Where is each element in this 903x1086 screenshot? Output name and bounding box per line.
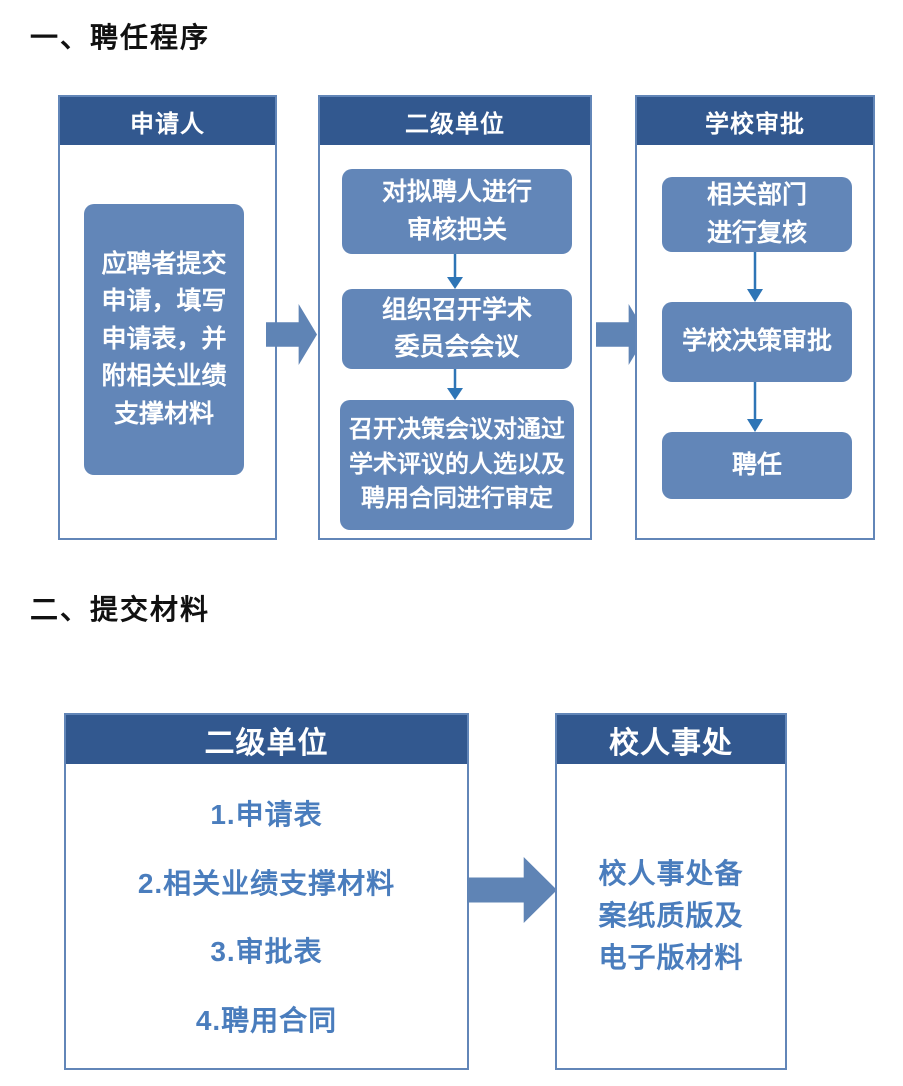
section1-title: 一、聘任程序 <box>30 22 211 53</box>
panel-hr-office: 校人事处 校人事处备 案纸质版及 电子版材料 <box>555 713 787 1070</box>
panel-materials-unit-header: 二级单位 <box>66 715 467 764</box>
down-arrow-icon <box>747 382 763 432</box>
down-arrow-icon <box>747 252 763 302</box>
down-arrow-icon <box>447 254 463 289</box>
hr-office-note: 校人事处备 案纸质版及 电子版材料 <box>598 858 744 973</box>
panel-hr-office-header: 校人事处 <box>557 715 785 764</box>
secondary-unit-step3-box: 召开决策会议对通过 学术评议的人选以及 聘用合同进行审定 <box>340 400 574 530</box>
right-arrow-icon <box>467 857 557 923</box>
section2-title: 二、提交材料 <box>30 594 211 625</box>
material-item: 4.聘用合同 <box>195 1005 338 1037</box>
material-item: 3.审批表 <box>210 936 323 968</box>
secondary-unit-step2-box: 组织召开学术 委员会会议 <box>342 289 572 369</box>
applicant-step-box: 应聘者提交 申请，填写 申请表，并 附相关业绩 支撑材料 <box>84 204 244 475</box>
material-item: 2.相关业绩支撑材料 <box>137 867 396 899</box>
panel-applicant-header: 申请人 <box>60 97 275 145</box>
panel-secondary-unit: 二级单位 对拟聘人进行 审核把关 组织召开学术 委员会会议 召开决策会议对通过 … <box>318 95 592 540</box>
school-step1-box: 相关部门 进行复核 <box>662 177 852 252</box>
school-step2-box: 学校决策审批 <box>662 302 852 382</box>
down-arrow-icon <box>447 369 463 400</box>
panel-school-approval-header: 学校审批 <box>637 97 873 145</box>
panel-school-approval: 学校审批 相关部门 进行复核 学校决策审批 聘任 <box>635 95 875 540</box>
materials-list: 1.申请表 2.相关业绩支撑材料 3.审批表 4.聘用合同 <box>66 764 467 1068</box>
panel-secondary-unit-header: 二级单位 <box>320 97 590 145</box>
panel-applicant: 申请人 应聘者提交 申请，填写 申请表，并 附相关业绩 支撑材料 <box>58 95 277 540</box>
secondary-unit-step1-box: 对拟聘人进行 审核把关 <box>342 169 572 254</box>
material-item: 1.申请表 <box>210 798 323 830</box>
panel-materials-unit: 二级单位 1.申请表 2.相关业绩支撑材料 3.审批表 4.聘用合同 <box>64 713 469 1070</box>
school-step3-box: 聘任 <box>662 432 852 499</box>
